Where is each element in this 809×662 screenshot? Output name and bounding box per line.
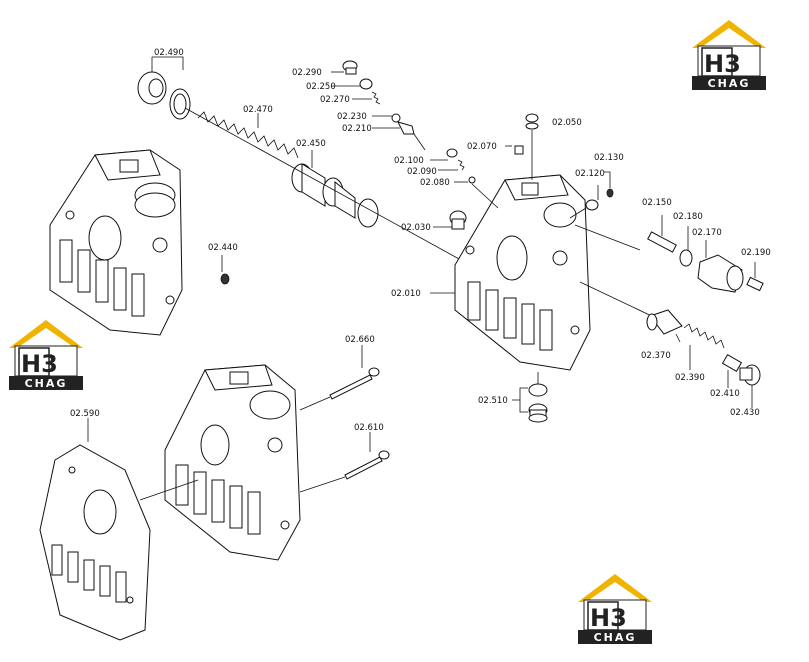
label-02-490: 02.490 bbox=[154, 48, 184, 58]
watermark-logo-top-right: H3 CHAG bbox=[688, 18, 770, 92]
label-02-080: 02.080 bbox=[420, 178, 450, 188]
label-02-510: 02.510 bbox=[478, 396, 508, 406]
part-02-470-spring bbox=[197, 111, 299, 159]
label-02-660: 02.660 bbox=[345, 335, 375, 345]
main-housing-02-010 bbox=[430, 174, 591, 371]
watermark-logo-bottom-right: H3 CHAG bbox=[574, 572, 656, 646]
logo-brand-text: CHAG bbox=[594, 631, 637, 644]
label-02-100: 02.100 bbox=[394, 156, 424, 166]
label-02-090: 02.090 bbox=[407, 167, 437, 177]
logo-mark-text: H3 bbox=[704, 50, 741, 78]
logo-mark-text: H3 bbox=[590, 604, 627, 632]
label-02-150: 02.150 bbox=[642, 198, 672, 208]
label-02-210: 02.210 bbox=[342, 124, 372, 134]
parts-02-120-02-130 bbox=[569, 171, 614, 219]
label-02-410: 02.410 bbox=[710, 389, 740, 399]
housing-bottom-view bbox=[164, 364, 301, 561]
label-02-270: 02.270 bbox=[320, 95, 350, 105]
label-02-230: 02.230 bbox=[337, 112, 367, 122]
label-02-430: 02.430 bbox=[730, 408, 760, 418]
housing-left-view bbox=[49, 149, 183, 336]
part-02-030 bbox=[449, 210, 467, 230]
part-02-590-gasket bbox=[39, 418, 199, 641]
label-02-250: 02.250 bbox=[306, 82, 336, 92]
assembly-line-main bbox=[184, 107, 471, 266]
label-02-590: 02.590 bbox=[70, 409, 100, 419]
parts-02-370-02-430 bbox=[579, 281, 761, 408]
label-02-050: 02.050 bbox=[552, 118, 582, 128]
logo-mark-text: H3 bbox=[21, 350, 58, 378]
label-02-290: 02.290 bbox=[292, 68, 322, 78]
label-02-070: 02.070 bbox=[467, 142, 497, 152]
label-02-390: 02.390 bbox=[675, 373, 705, 383]
label-02-370: 02.370 bbox=[641, 351, 671, 361]
part-02-450-spool bbox=[291, 150, 379, 228]
label-02-030: 02.030 bbox=[401, 223, 431, 233]
label-02-470: 02.470 bbox=[243, 105, 273, 115]
label-02-170: 02.170 bbox=[692, 228, 722, 238]
label-02-120: 02.120 bbox=[575, 169, 605, 179]
label-02-010: 02.010 bbox=[391, 289, 421, 299]
label-02-610: 02.610 bbox=[354, 423, 384, 433]
logo-brand-text: CHAG bbox=[708, 77, 751, 90]
part-labels: 02.490 02.470 02.450 02.440 02.290 02.25… bbox=[70, 48, 771, 433]
logo-brand-text: CHAG bbox=[25, 377, 68, 390]
part-02-490 bbox=[137, 56, 191, 120]
part-02-510 bbox=[512, 372, 548, 423]
label-02-180: 02.180 bbox=[673, 212, 703, 222]
parts-02-050-02-100 bbox=[430, 113, 539, 209]
label-02-190: 02.190 bbox=[741, 248, 771, 258]
label-02-130: 02.130 bbox=[594, 153, 624, 163]
label-02-450: 02.450 bbox=[296, 139, 326, 149]
parts-02-150-02-190 bbox=[574, 215, 764, 293]
watermark-logo-left: H3 CHAG bbox=[5, 318, 87, 392]
part-02-440 bbox=[220, 255, 230, 285]
parts-02-290-02-210 bbox=[331, 60, 426, 151]
label-02-440: 02.440 bbox=[208, 243, 238, 253]
parts-02-660-02-610-bolts bbox=[299, 345, 390, 493]
